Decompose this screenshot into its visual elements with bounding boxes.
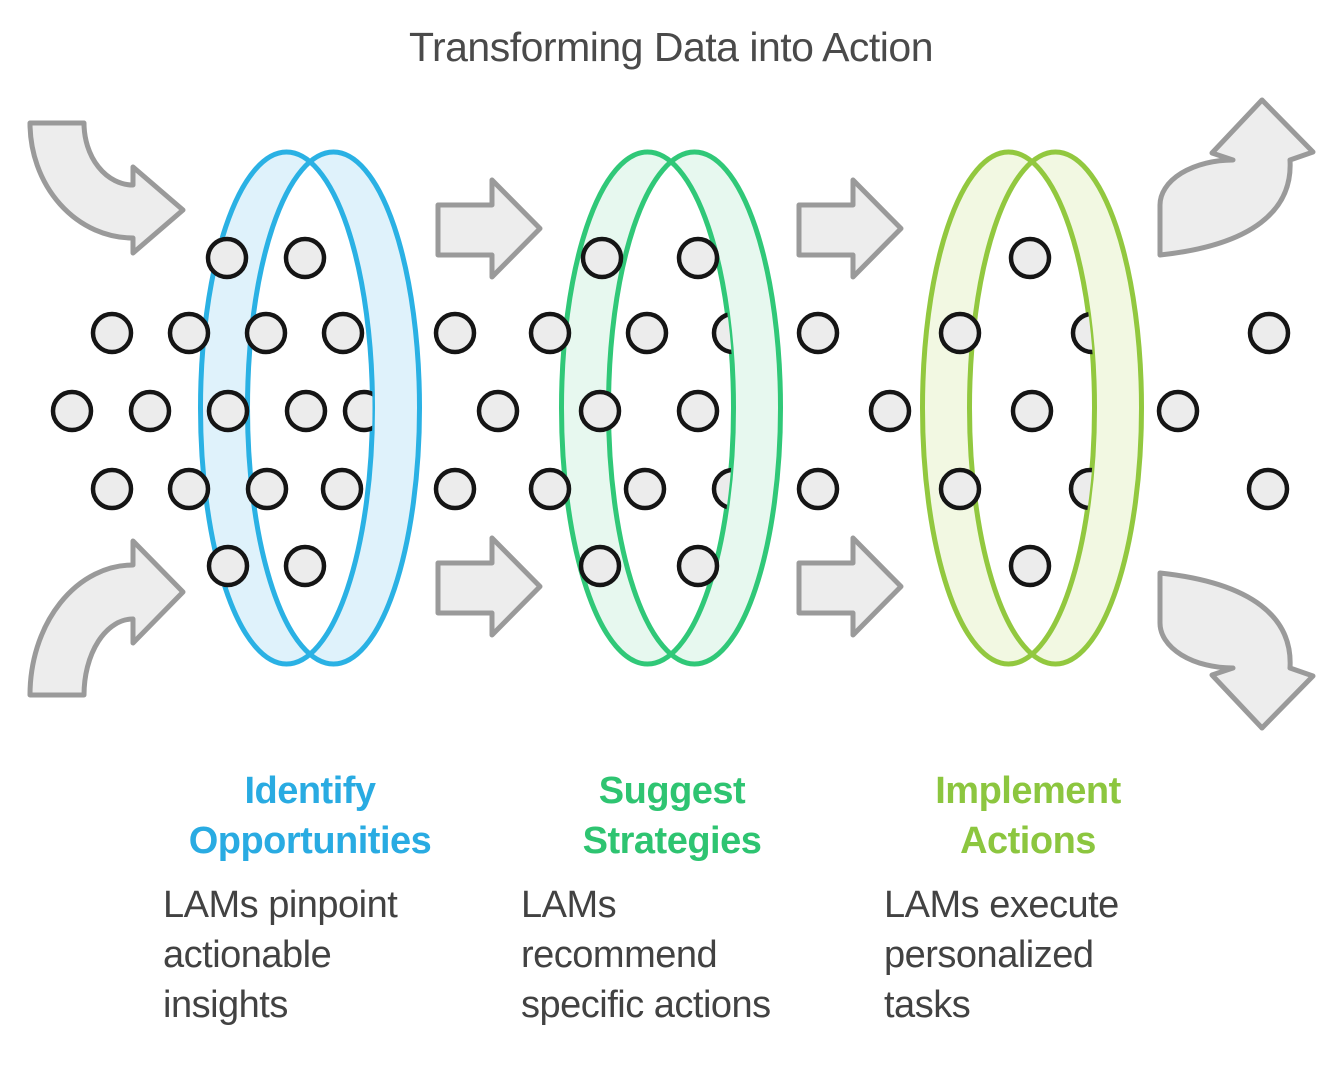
stage-column-identify: Identify Opportunities LAMs pinpoint act… (130, 766, 490, 1030)
stage-heading-line: Implement (935, 770, 1121, 812)
data-dot (167, 467, 211, 511)
data-dot (433, 311, 477, 355)
data-dot (676, 236, 720, 280)
data-dot (528, 311, 572, 355)
dots-layer (50, 236, 1291, 588)
data-dot (528, 467, 572, 511)
arrows-layer (27, 97, 1316, 731)
stage-heading: Suggest Strategies (490, 766, 854, 866)
description-line: insights (163, 984, 288, 1026)
stage-description: LAMs execute personalized tasks (848, 880, 1208, 1030)
data-dot (676, 389, 720, 433)
data-dot (578, 544, 622, 588)
data-dot (283, 544, 327, 588)
step-arrow-2-bottom (796, 535, 904, 638)
data-dot (320, 467, 364, 511)
description-line: actionable (163, 934, 332, 976)
data-dot (938, 467, 982, 511)
data-dot (1247, 311, 1291, 355)
data-dot (245, 467, 289, 511)
data-dot (90, 467, 134, 511)
output-arrow-bottom (1157, 570, 1316, 731)
lens-band-implement (922, 152, 1142, 664)
data-dot (1008, 544, 1052, 588)
input-arrow-bottom (27, 538, 186, 698)
data-dot (578, 389, 622, 433)
description-line: tasks (884, 984, 971, 1026)
data-dot (321, 311, 365, 355)
lens-outline-implement (920, 149, 1097, 667)
data-dot (1010, 389, 1054, 433)
stage-description: LAMs recommend specific actions (490, 880, 854, 1030)
data-dot (676, 544, 720, 588)
data-dot (206, 389, 250, 433)
lens-band-identify (200, 151, 420, 665)
description-line: LAMs (521, 884, 617, 926)
data-dot (284, 389, 328, 433)
stage-heading-line: Opportunities (188, 820, 432, 862)
data-dot (796, 467, 840, 511)
input-arrow-top (27, 120, 186, 256)
flow-diagram (27, 97, 1316, 731)
step-arrow-2-top (796, 177, 904, 280)
data-dot (433, 467, 477, 511)
output-arrow-top (1157, 97, 1316, 258)
description-line: personalized (884, 934, 1094, 976)
stage-heading-line: Strategies (582, 820, 762, 862)
lens-outline-suggest (559, 149, 736, 667)
data-dot (1156, 389, 1200, 433)
lens-outline-implement (967, 149, 1144, 667)
data-dot (580, 236, 624, 280)
data-dot (1246, 467, 1290, 511)
description-line: recommend (521, 934, 718, 976)
description-line: LAMs execute (884, 884, 1119, 926)
data-dot (205, 236, 249, 280)
data-dot (796, 311, 840, 355)
data-dot (167, 311, 211, 355)
data-dot (283, 236, 327, 280)
data-dot (342, 389, 373, 433)
lens-band-suggest (561, 152, 781, 664)
data-dot (1008, 236, 1052, 280)
stage-column-suggest: Suggest Strategies LAMs recommend specif… (490, 766, 854, 1030)
data-dot (50, 389, 94, 433)
step-arrow-1-top (435, 177, 543, 280)
data-dot (90, 311, 134, 355)
stage-column-implement: Implement Actions LAMs execute personali… (848, 766, 1208, 1030)
stage-description: LAMs pinpoint actionable insights (130, 880, 490, 1030)
data-dot (625, 311, 669, 355)
data-dot (128, 389, 172, 433)
data-dot (623, 467, 667, 511)
stage-heading-line: Suggest (598, 770, 746, 812)
step-arrow-1-bottom (435, 535, 543, 638)
stage-heading: Identify Opportunities (130, 766, 490, 866)
data-dot (244, 311, 288, 355)
data-dot (868, 389, 912, 433)
description-line: specific actions (521, 984, 771, 1026)
stage-heading-line: Identify (244, 770, 376, 812)
data-dot (206, 544, 250, 588)
stage-heading-line: Actions (960, 820, 1096, 862)
lenses-layer (198, 149, 1144, 667)
description-line: LAMs pinpoint (163, 884, 398, 926)
data-dot (476, 389, 520, 433)
stage-heading: Implement Actions (848, 766, 1208, 866)
data-dot (938, 311, 982, 355)
diagram-title: Transforming Data into Action (408, 24, 934, 70)
